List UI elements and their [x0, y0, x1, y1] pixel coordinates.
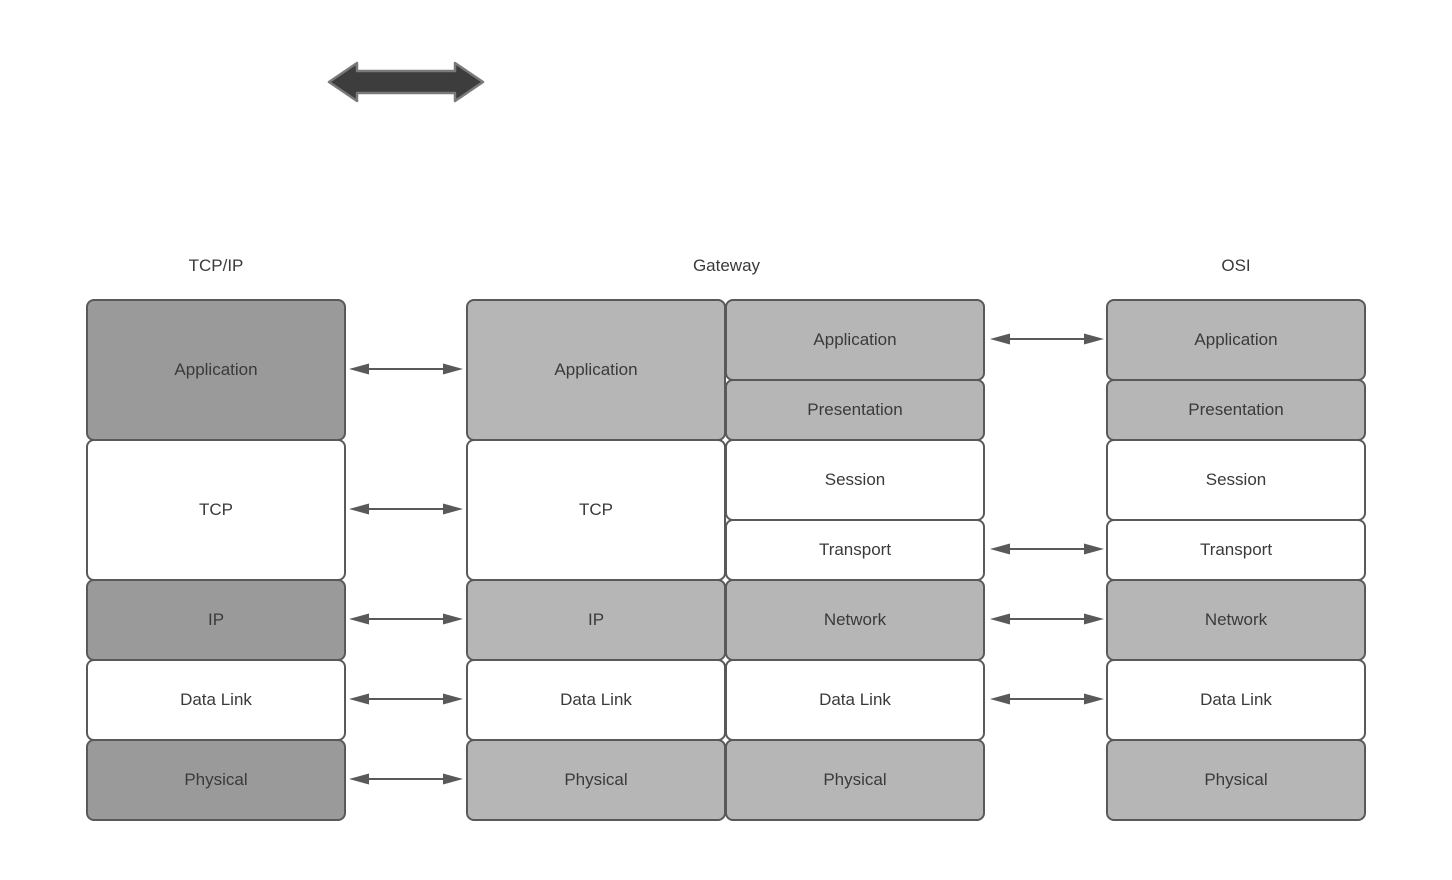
- layer-label: Application: [1194, 330, 1278, 349]
- layer-label: Data Link: [180, 690, 252, 709]
- gateway-left-layer-application: Application: [466, 299, 726, 441]
- tcpip-layer-data-link: Data Link: [86, 659, 346, 741]
- arrow-tcpip-gateway-data-link: [349, 691, 463, 707]
- osi-layer-session: Session: [1106, 439, 1366, 521]
- layer-label: TCP: [579, 500, 613, 519]
- layer-label: Session: [824, 470, 886, 489]
- layer-label: Presentation: [1188, 400, 1284, 419]
- arrow-gateway-osi-application: [990, 331, 1104, 347]
- osi-stack: Application Presentation Session Transpo…: [1106, 299, 1366, 821]
- column-header-osi: OSI: [1221, 256, 1251, 275]
- double-headed-arrow-icon: [327, 61, 485, 103]
- gateway-right-layer-network: Network: [725, 579, 985, 661]
- layer-label: Transport: [818, 540, 892, 559]
- layer-label: Physical: [564, 770, 628, 789]
- osi-layer-network: Network: [1106, 579, 1366, 661]
- arrow-tcpip-gateway-tcp: [349, 501, 463, 517]
- tcpip-layer-ip: IP: [86, 579, 346, 661]
- tcpip-layer-tcp: TCP: [86, 439, 346, 581]
- layer-label: Network: [1204, 610, 1268, 629]
- gateway-left-stack: Application TCP IP Data Link Physical: [466, 299, 726, 821]
- osi-layer-physical: Physical: [1106, 739, 1366, 821]
- osi-layer-presentation: Presentation: [1106, 379, 1366, 441]
- arrow-tcpip-gateway-ip: [349, 611, 463, 627]
- layer-label: Presentation: [807, 400, 903, 419]
- layer-label: Physical: [823, 770, 887, 789]
- gateway-right-layer-session: Session: [725, 439, 985, 521]
- tcpip-stack: Application TCP IP Data Link Physical: [86, 299, 346, 821]
- gateway-right-layer-transport: Transport: [725, 519, 985, 581]
- layer-label: IP: [207, 610, 225, 629]
- layer-label: Application: [554, 360, 638, 379]
- arrow-gateway-osi-transport: [990, 541, 1104, 557]
- gateway-right-layer-physical: Physical: [725, 739, 985, 821]
- osi-layer-application: Application: [1106, 299, 1366, 381]
- layer-label: Data Link: [1200, 690, 1272, 709]
- layer-label: Network: [823, 610, 887, 629]
- arrow-gateway-osi-network: [990, 611, 1104, 627]
- layer-label: TCP: [199, 500, 233, 519]
- gateway-left-layer-tcp: TCP: [466, 439, 726, 581]
- gateway-right-stack: Application Presentation Session Transpo…: [725, 299, 985, 821]
- gateway-right-layer-presentation: Presentation: [725, 379, 985, 441]
- column-header-gateway: Gateway: [692, 256, 761, 275]
- layer-label: Data Link: [560, 690, 632, 709]
- layer-label: Application: [174, 360, 258, 379]
- layer-label: Data Link: [819, 690, 891, 709]
- gateway-right-layer-data-link: Data Link: [725, 659, 985, 741]
- osi-layer-transport: Transport: [1106, 519, 1366, 581]
- layer-label: Physical: [184, 770, 248, 789]
- gateway-left-layer-data-link: Data Link: [466, 659, 726, 741]
- layer-label: IP: [587, 610, 605, 629]
- layer-label: Transport: [1199, 540, 1273, 559]
- gateway-left-layer-physical: Physical: [466, 739, 726, 821]
- arrow-tcpip-gateway-physical: [349, 771, 463, 787]
- layer-label: Physical: [1204, 770, 1268, 789]
- gateway-left-layer-ip: IP: [466, 579, 726, 661]
- column-header-tcpip: TCP/IP: [188, 256, 244, 275]
- arrow-gateway-osi-data-link: [990, 691, 1104, 707]
- layer-label: Session: [1205, 470, 1267, 489]
- tcpip-layer-application: Application: [86, 299, 346, 441]
- osi-layer-data-link: Data Link: [1106, 659, 1366, 741]
- gateway-right-layer-application: Application: [725, 299, 985, 381]
- layer-label: Application: [813, 330, 897, 349]
- tcpip-layer-physical: Physical: [86, 739, 346, 821]
- arrow-tcpip-gateway-application: [349, 361, 463, 377]
